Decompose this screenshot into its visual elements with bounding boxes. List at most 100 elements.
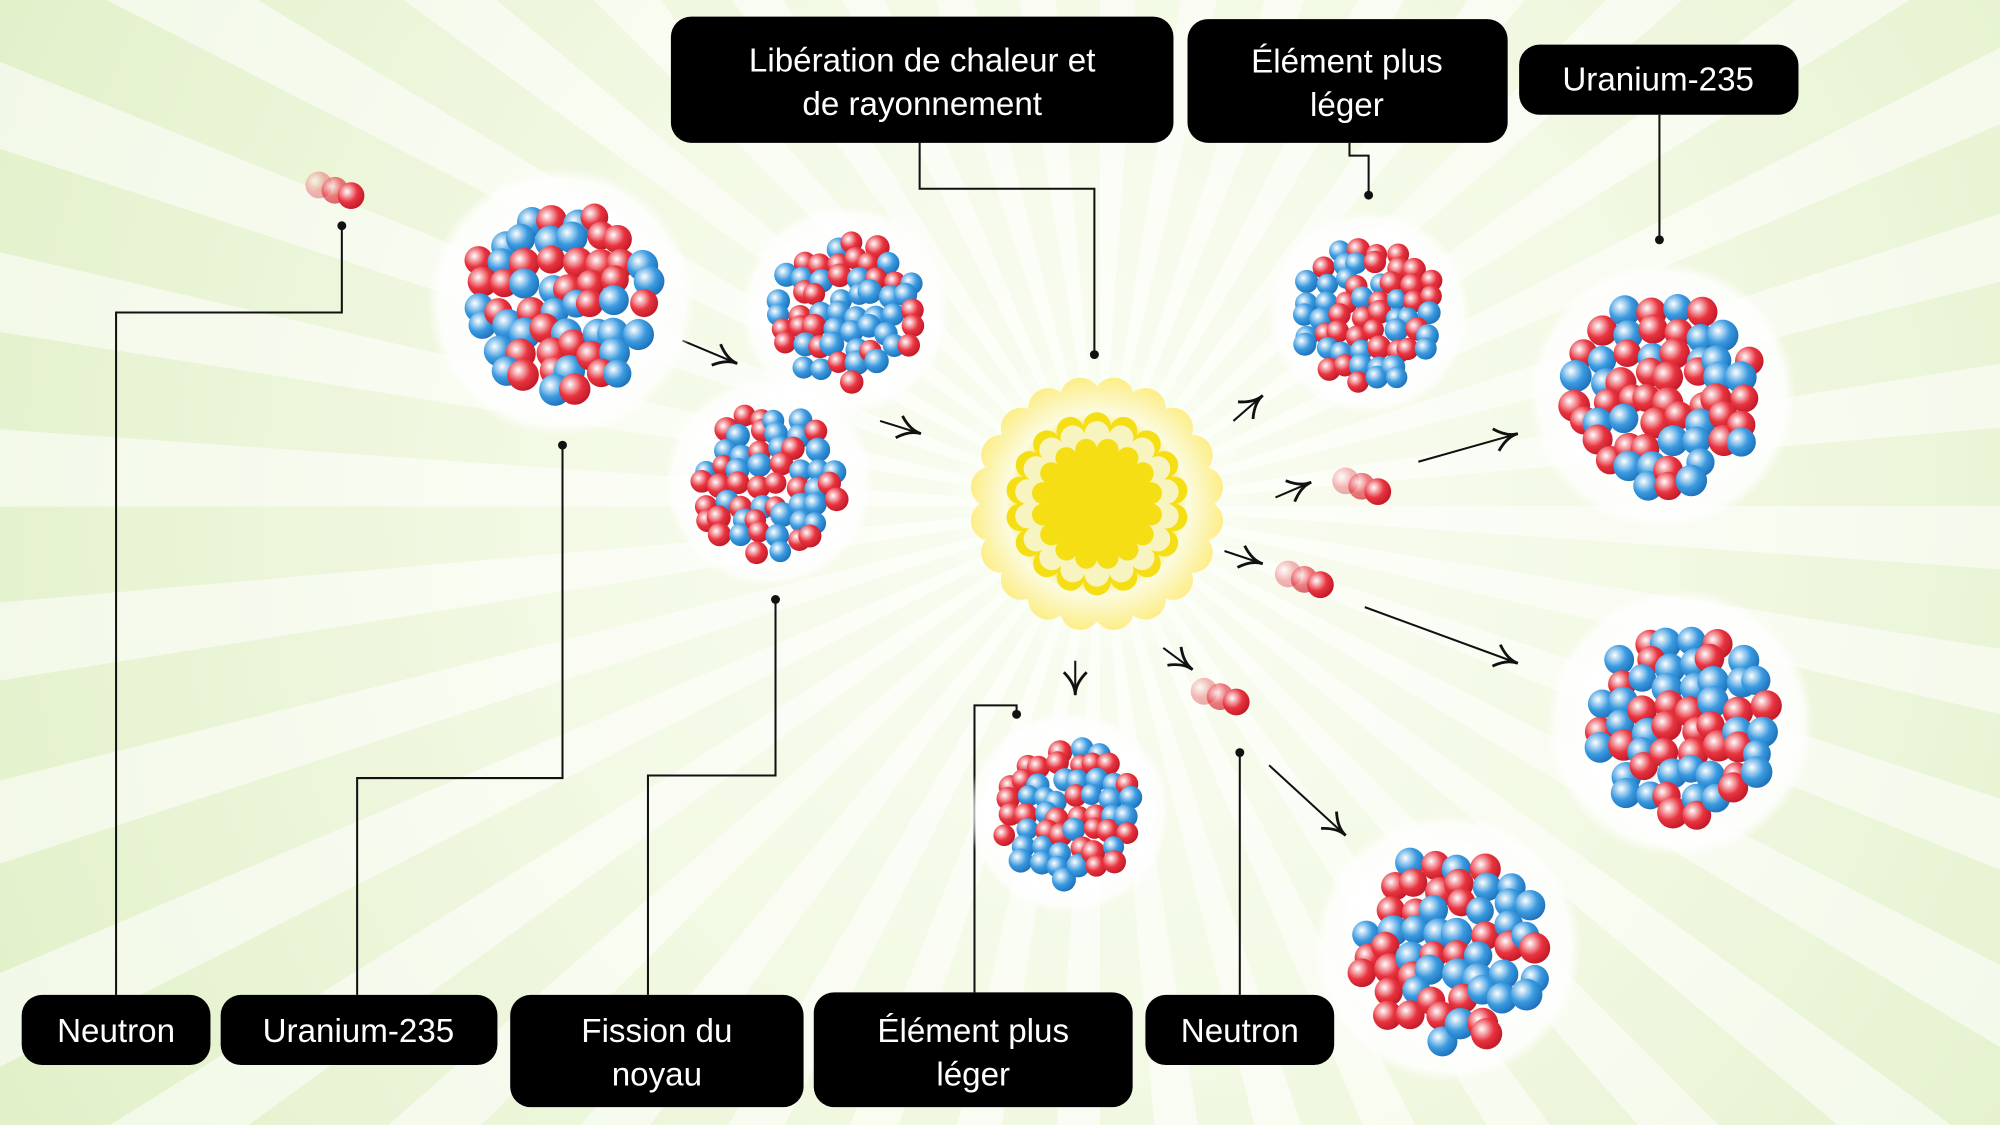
proton [1587, 315, 1618, 346]
proton [1064, 784, 1088, 807]
neutron-particle [1726, 427, 1756, 457]
label-text: Neutron [1181, 1013, 1299, 1050]
neutron-particle [792, 356, 815, 379]
lighter-element-bottom [967, 711, 1171, 914]
proton [1470, 1018, 1503, 1050]
proton [1367, 299, 1392, 324]
label-text: léger [936, 1056, 1010, 1093]
neutron-particle [1444, 1007, 1477, 1040]
neutron-particle [1697, 685, 1729, 718]
neutron-particle [1510, 978, 1543, 1011]
neutron-particle [1414, 954, 1445, 985]
neutron-particle [1316, 273, 1339, 296]
connector-dot [771, 595, 780, 604]
neutron-particle [1440, 917, 1473, 950]
label-neutron-left: Neutron [21, 994, 211, 1066]
proton [576, 269, 605, 298]
label-heat-release: Libération de chaleur et de rayonnement [670, 16, 1174, 143]
connector-dot [1089, 350, 1099, 360]
arrow [1364, 606, 1519, 668]
neutron-particle [789, 459, 812, 483]
neutron-particle [1293, 332, 1317, 356]
proton [840, 370, 864, 394]
neutron-particle [1414, 337, 1437, 360]
sun-core [1032, 438, 1162, 569]
neutron-particle [1417, 301, 1441, 325]
neutron-particle [747, 452, 772, 477]
neutron-particle [1609, 295, 1641, 327]
neutron-particle [1401, 915, 1430, 944]
neutron-particle [1747, 716, 1778, 748]
connector-dot [337, 221, 347, 231]
neutron-particle [876, 251, 900, 275]
label-fission: Fission du noyau [510, 994, 804, 1108]
proton [1347, 958, 1377, 988]
arrow [879, 415, 922, 440]
uranium-235-nucleus [427, 168, 696, 437]
proton [1026, 755, 1050, 779]
proton [803, 282, 826, 305]
proton [1717, 772, 1749, 803]
proton [747, 475, 771, 499]
neutron-particle [1016, 818, 1039, 840]
proton [1102, 850, 1126, 874]
neutron-particle [1741, 665, 1771, 696]
neutron-particle [805, 437, 831, 463]
proton [1362, 319, 1384, 341]
proton [467, 266, 498, 297]
proton [1519, 932, 1551, 964]
neutron-particle [1008, 848, 1033, 873]
proton [748, 520, 770, 543]
label-neutron-bottom: Neutron [1145, 994, 1335, 1066]
arrow [1162, 646, 1194, 671]
neutron-ball [1222, 688, 1250, 716]
arrow [1224, 545, 1264, 569]
arrow [1275, 479, 1312, 503]
proton [603, 224, 632, 254]
connector-dot [558, 440, 567, 450]
proton [733, 404, 756, 427]
connector-dot [1364, 190, 1374, 200]
neutron-particle [1062, 817, 1086, 841]
proton [630, 289, 659, 318]
proton [1638, 314, 1668, 344]
neutron-particle [1613, 450, 1644, 482]
neutron-particle [1080, 783, 1102, 805]
connector-lines [115, 114, 1664, 995]
neutron-particle [1604, 644, 1635, 675]
neutron-particle [603, 359, 632, 388]
label-text: de rayonnement [802, 86, 1042, 123]
neutron-particle [1682, 426, 1711, 455]
proton [559, 373, 591, 405]
connector-dot [1235, 748, 1245, 758]
neutron-particle [487, 248, 516, 276]
arrow [1418, 427, 1519, 463]
neutron-icon [1274, 560, 1334, 599]
proton [706, 505, 731, 530]
neutron-particle [505, 223, 536, 253]
neutron-particle [1119, 785, 1143, 809]
proton [1116, 822, 1139, 845]
neutron-particle [1514, 890, 1546, 921]
proton [801, 313, 827, 339]
neutron-particle [1386, 288, 1408, 310]
proton [1420, 269, 1443, 292]
proton [774, 331, 797, 354]
neutron-particle [1032, 835, 1054, 857]
neutron-particle [819, 331, 845, 357]
proton [562, 247, 594, 278]
connector-line [918, 142, 1096, 355]
proton [798, 524, 822, 548]
neutron-icon [1332, 467, 1392, 505]
neutron-particle [1587, 346, 1617, 375]
neutron-particle [1113, 804, 1138, 829]
neutron-particle [770, 502, 795, 527]
nuclei [305, 168, 1814, 1082]
neutron-particle [1466, 897, 1494, 925]
label-text: léger [1310, 87, 1384, 124]
neutron-particle [1348, 353, 1373, 378]
energy-burst-icon [970, 377, 1224, 630]
neutron-particle [1628, 664, 1656, 692]
label-lighter-element-top: Élément plus léger [1187, 19, 1508, 143]
proton [1420, 285, 1442, 307]
